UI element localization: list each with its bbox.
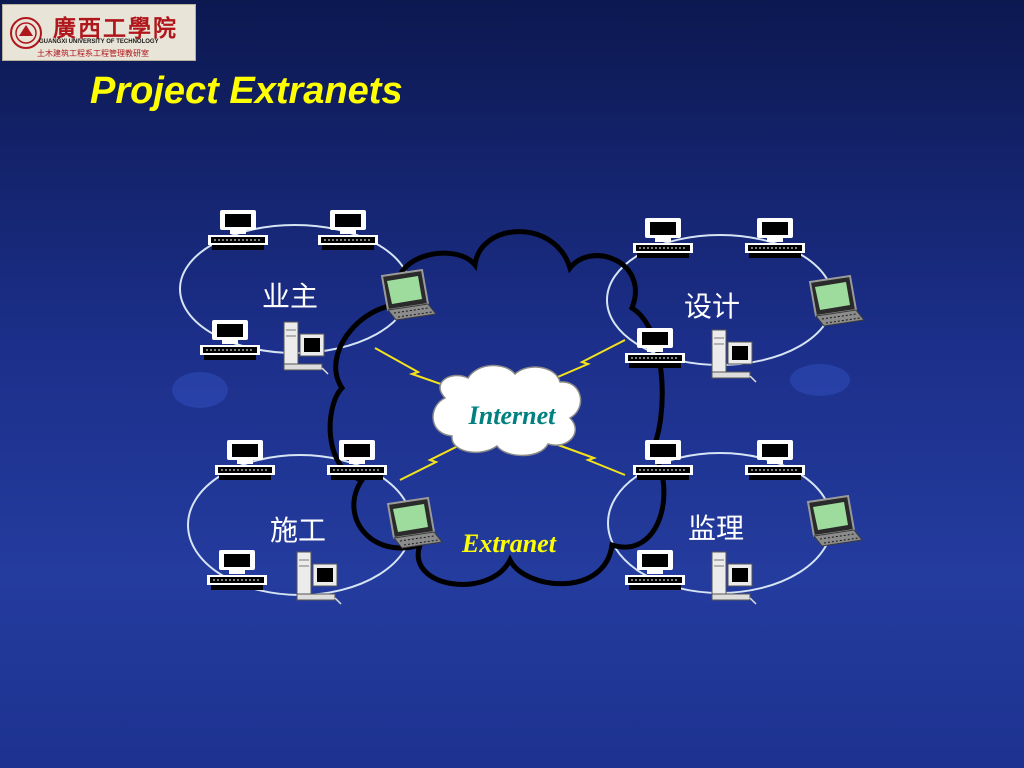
group-label-supervision: 监理 [688, 512, 744, 545]
laptop-computer-icon [807, 495, 863, 547]
desktop-computer-icon [214, 439, 276, 481]
internet-cloud [432, 364, 582, 457]
desktop-computer-icon [317, 209, 379, 251]
laptop-computer-icon [381, 269, 437, 321]
group-label-owner: 业主 [262, 280, 318, 313]
desktop-computer-icon [744, 439, 806, 481]
lightning-links [374, 339, 626, 481]
logo-chinese-name: 廣西工學院 [53, 15, 178, 42]
desktop-computer-icon [624, 549, 686, 591]
university-logo: 廣西工學院 GUANGXI UNIVERSITY OF TECHNOLOGY 土… [2, 4, 196, 61]
laptop-computer-icon [809, 275, 865, 327]
tower-computer-icon [296, 551, 342, 605]
desktop-computer-icon [206, 549, 268, 591]
group-label-design: 设计 [684, 290, 740, 323]
desktop-computer-icon [199, 319, 261, 361]
laptop-computer-icon [387, 497, 443, 549]
tower-computer-icon [711, 329, 757, 383]
logo-department: 土木建筑工程系工程管理教研室 [37, 49, 149, 58]
internet-label: Internet [468, 401, 556, 430]
desktop-computer-icon [624, 327, 686, 369]
desktop-computer-icon [632, 439, 694, 481]
tower-computer-icon [711, 551, 757, 605]
university-seal-icon [10, 17, 42, 49]
logo-english-name: GUANGXI UNIVERSITY OF TECHNOLOGY [39, 39, 159, 45]
extranet-label: Extranet [461, 529, 557, 558]
tower-computer-icon [283, 321, 329, 375]
group-label-construction: 施工 [270, 514, 326, 547]
desktop-computer-icon [207, 209, 269, 251]
slide-title: Project Extranets [90, 70, 403, 112]
